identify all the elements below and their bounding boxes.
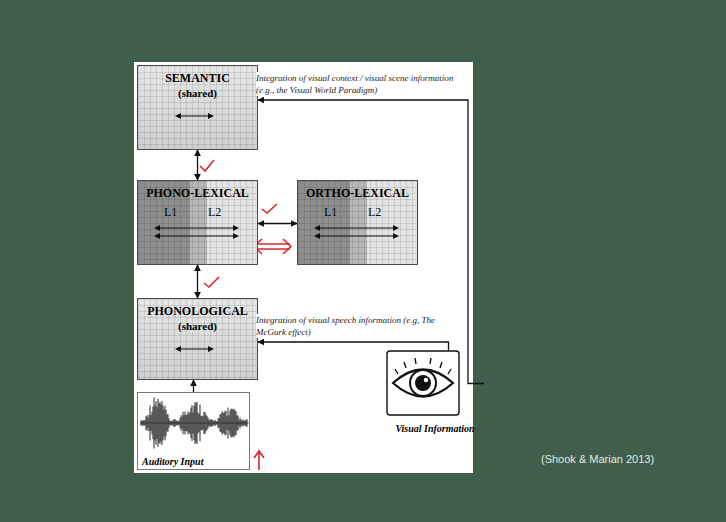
edge-label: Integration of visual context / visual s… xyxy=(256,72,460,96)
connector-arrow xyxy=(258,342,449,350)
ortho-lexical-box: ORTHO-LEXICAL L1 L2 xyxy=(297,180,418,265)
red-checkmark xyxy=(200,160,214,171)
edge-label: Integration of visual speech information… xyxy=(256,314,438,338)
language-label: L2 xyxy=(368,206,381,220)
input-caption: Visual Information xyxy=(380,423,490,435)
box-subtitle: (shared) xyxy=(138,87,257,100)
box-title: SEMANTIC xyxy=(138,72,257,86)
visual-information-box: Visual Information xyxy=(386,350,484,436)
semantic-box: SEMANTIC(shared) xyxy=(137,65,258,150)
auditory-input-box: Auditory Input xyxy=(137,392,250,470)
connector-arrow xyxy=(193,380,194,392)
connector-arrow xyxy=(197,265,198,298)
language-label: L2 xyxy=(208,206,221,220)
red-double-arrow xyxy=(254,239,291,254)
box-title: ORTHO-LEXICAL xyxy=(298,187,417,201)
box-title: PHONOLOGICAL xyxy=(138,305,257,319)
box-title: PHONO-LEXICAL xyxy=(138,187,257,201)
red-checkmark xyxy=(262,204,277,213)
language-label: L1 xyxy=(324,206,337,220)
white-panel xyxy=(134,62,473,473)
connector-arrow xyxy=(258,100,484,384)
red-checkmark xyxy=(204,277,219,287)
phono-lexical-box: PHONO-LEXICAL L1 L2 xyxy=(137,180,258,265)
connector-arrow xyxy=(197,150,198,180)
language-label: L1 xyxy=(164,206,177,220)
source-citation: (Shook & Marian 2013) xyxy=(541,453,654,465)
box-subtitle: (shared) xyxy=(138,320,257,333)
connector-arrow xyxy=(258,223,297,224)
red-arrow xyxy=(254,451,264,470)
input-caption: Auditory Input xyxy=(142,456,203,468)
phonological-box: PHONOLOGICAL(shared) xyxy=(137,298,258,380)
